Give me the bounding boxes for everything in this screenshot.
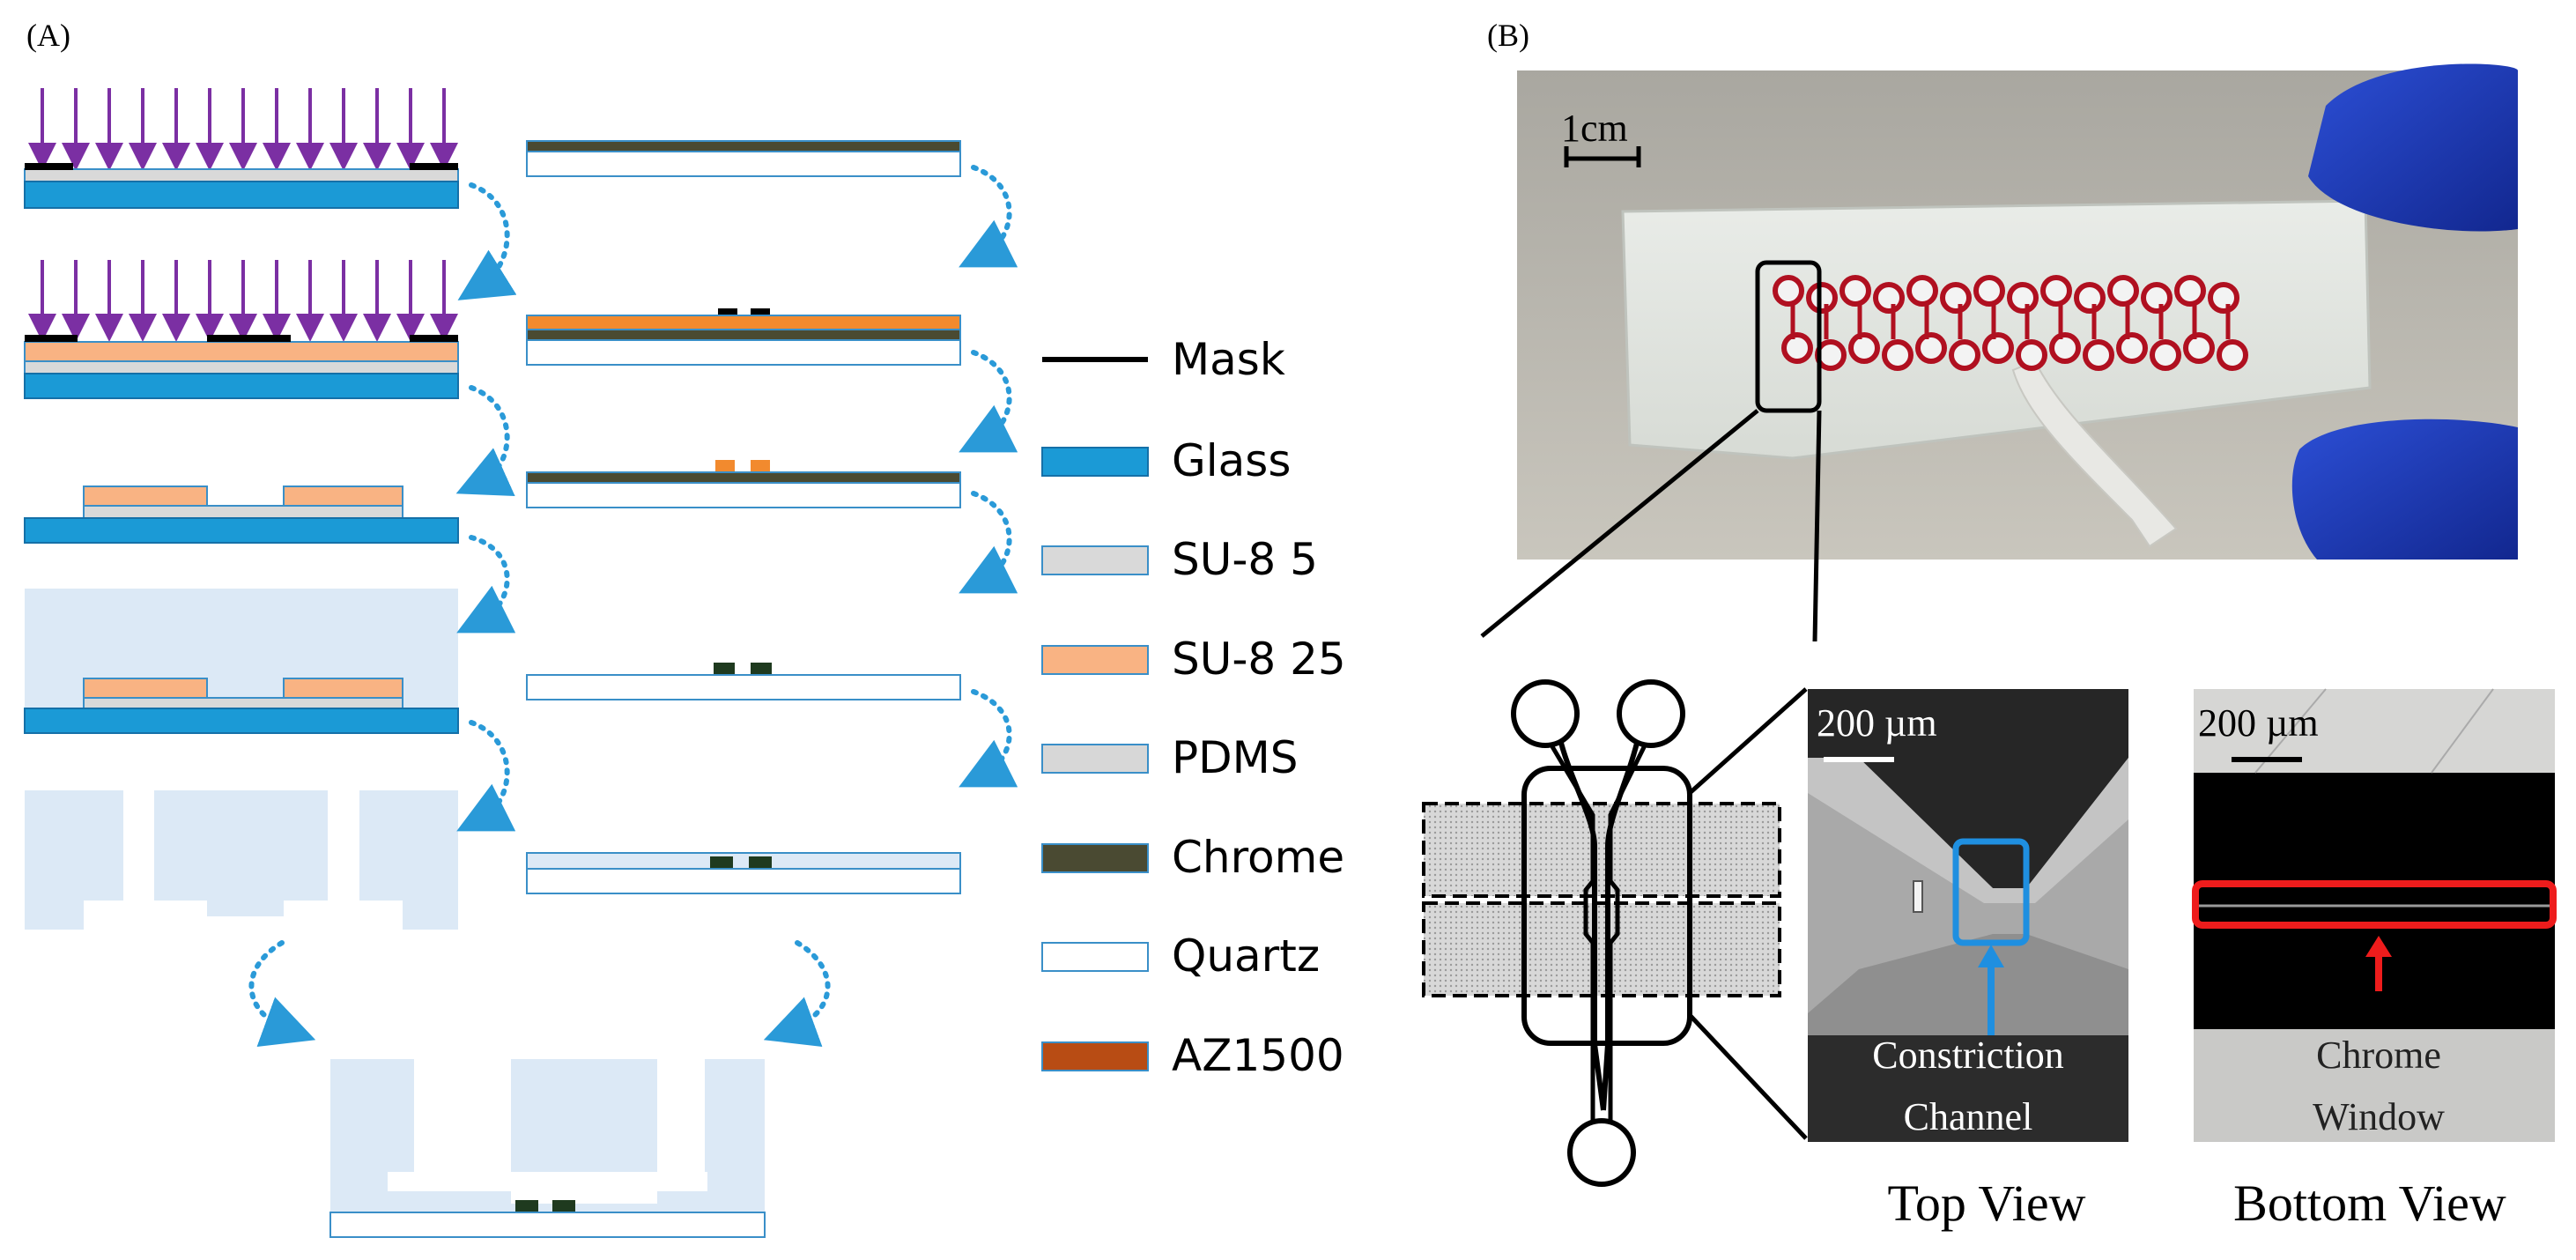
device-ports bbox=[1773, 275, 2248, 371]
uv-arrows bbox=[28, 260, 458, 342]
legend-label-quartz: Quartz bbox=[1172, 930, 1320, 982]
device-port bbox=[2007, 282, 2039, 314]
zoom-line-upper bbox=[1688, 687, 1808, 795]
mask-bar bbox=[410, 163, 458, 170]
step-r3-developed-resist bbox=[526, 460, 961, 508]
bottom-view-caption: Bottom View bbox=[2233, 1175, 2506, 1232]
step-r1-chrome-on-quartz bbox=[526, 140, 961, 177]
legend-swatch-chrome bbox=[1041, 843, 1149, 873]
panel-b-label: (B) bbox=[1487, 18, 1529, 53]
device-port bbox=[2208, 282, 2239, 314]
channel-schematic bbox=[1422, 679, 1781, 1187]
step-3-developed-mold bbox=[24, 485, 459, 544]
photo-scale-label: 1cm bbox=[1561, 107, 1628, 150]
device-port bbox=[2040, 275, 2072, 307]
step-4-pdms-cast bbox=[24, 589, 459, 734]
device-port bbox=[1848, 332, 1880, 364]
panel-a-label: (A) bbox=[26, 18, 70, 53]
bottom-annotation-line1: Chrome bbox=[2316, 1034, 2441, 1077]
top-scale-label: 200 µm bbox=[1817, 701, 1937, 745]
device-port bbox=[2074, 282, 2106, 314]
device-port bbox=[1873, 282, 1905, 314]
process-flow-arrows bbox=[248, 165, 1018, 1047]
step-r4-chrome-pads bbox=[526, 663, 961, 700]
device-port bbox=[2016, 339, 2047, 371]
constriction-highlight bbox=[1952, 838, 2030, 946]
legend-swatch-glass bbox=[1041, 447, 1149, 477]
zoom-line-left bbox=[1480, 409, 1759, 638]
mask-bar bbox=[25, 163, 73, 170]
photo-inset-box bbox=[1755, 260, 1822, 413]
step-1-uv-exposure bbox=[24, 88, 459, 209]
step-5-pdms-peeled bbox=[25, 790, 458, 930]
step-r2-az1500-exposure bbox=[526, 308, 961, 366]
legend-label-su8-5: SU-8 5 bbox=[1172, 534, 1318, 585]
device-port bbox=[1773, 275, 1804, 307]
top-view-caption: Top View bbox=[1888, 1175, 2086, 1232]
bottom-annotation-line2: Window bbox=[2313, 1095, 2445, 1138]
mask-bar bbox=[25, 335, 78, 342]
chrome-window-highlight bbox=[2192, 880, 2557, 929]
device-port bbox=[2141, 282, 2173, 314]
legend-label-mask: Mask bbox=[1172, 334, 1285, 385]
mask-bar bbox=[207, 335, 291, 342]
top-annotation-line1: Constriction bbox=[1872, 1034, 2064, 1077]
legend-swatch-su8-5 bbox=[1041, 545, 1149, 575]
device-port bbox=[2150, 339, 2181, 371]
device-port bbox=[1915, 332, 1947, 364]
device-port bbox=[2083, 339, 2114, 371]
device-port bbox=[1973, 275, 2005, 307]
legend-swatch-az1500 bbox=[1041, 1041, 1149, 1071]
legend-label-chrome: Chrome bbox=[1172, 832, 1344, 883]
step-r5-thin-pdms bbox=[526, 852, 961, 894]
uv-arrows bbox=[28, 88, 458, 171]
device-port bbox=[1781, 332, 1813, 364]
mask-bar bbox=[410, 335, 458, 342]
device-port bbox=[1882, 339, 1913, 371]
device-port bbox=[2183, 332, 2215, 364]
legend-label-glass: Glass bbox=[1172, 435, 1291, 486]
device-port bbox=[2217, 339, 2248, 371]
legend-swatch-pdms bbox=[1041, 744, 1149, 774]
final-bonded-device bbox=[329, 1059, 766, 1238]
device-port bbox=[2107, 275, 2139, 307]
zoom-line-right bbox=[1812, 410, 1822, 642]
device-port bbox=[1940, 282, 1972, 314]
zoom-line-lower bbox=[1688, 1013, 1808, 1140]
legend-swatch-su8-25 bbox=[1041, 645, 1149, 675]
device-port bbox=[2174, 275, 2206, 307]
top-view-micrograph: 200 µm Constriction Channel bbox=[1808, 689, 2128, 1142]
legend-label-pdms: PDMS bbox=[1172, 732, 1299, 783]
legend: Mask Glass SU-8 5 SU-8 25 PDMS Chrome Qu… bbox=[1041, 334, 1346, 1081]
bottom-scale-label: 200 µm bbox=[2198, 701, 2319, 745]
legend-swatch-quartz bbox=[1041, 942, 1149, 972]
device-port bbox=[1806, 282, 1838, 314]
device-port bbox=[1839, 275, 1871, 307]
bottom-view-micrograph: 200 µm Chrome Window bbox=[2192, 688, 2557, 1142]
step-2-uv-exposure bbox=[24, 260, 459, 399]
device-port bbox=[1949, 339, 1980, 371]
device-photo: 1cm bbox=[1517, 63, 2518, 560]
device-port bbox=[1982, 332, 2014, 364]
legend-label-su8-25: SU-8 25 bbox=[1172, 634, 1346, 685]
device-port bbox=[1906, 275, 1938, 307]
top-annotation-line2: Channel bbox=[1904, 1095, 2033, 1138]
device-port bbox=[2049, 332, 2081, 364]
device-port bbox=[2116, 332, 2148, 364]
legend-label-az1500: AZ1500 bbox=[1172, 1030, 1344, 1081]
